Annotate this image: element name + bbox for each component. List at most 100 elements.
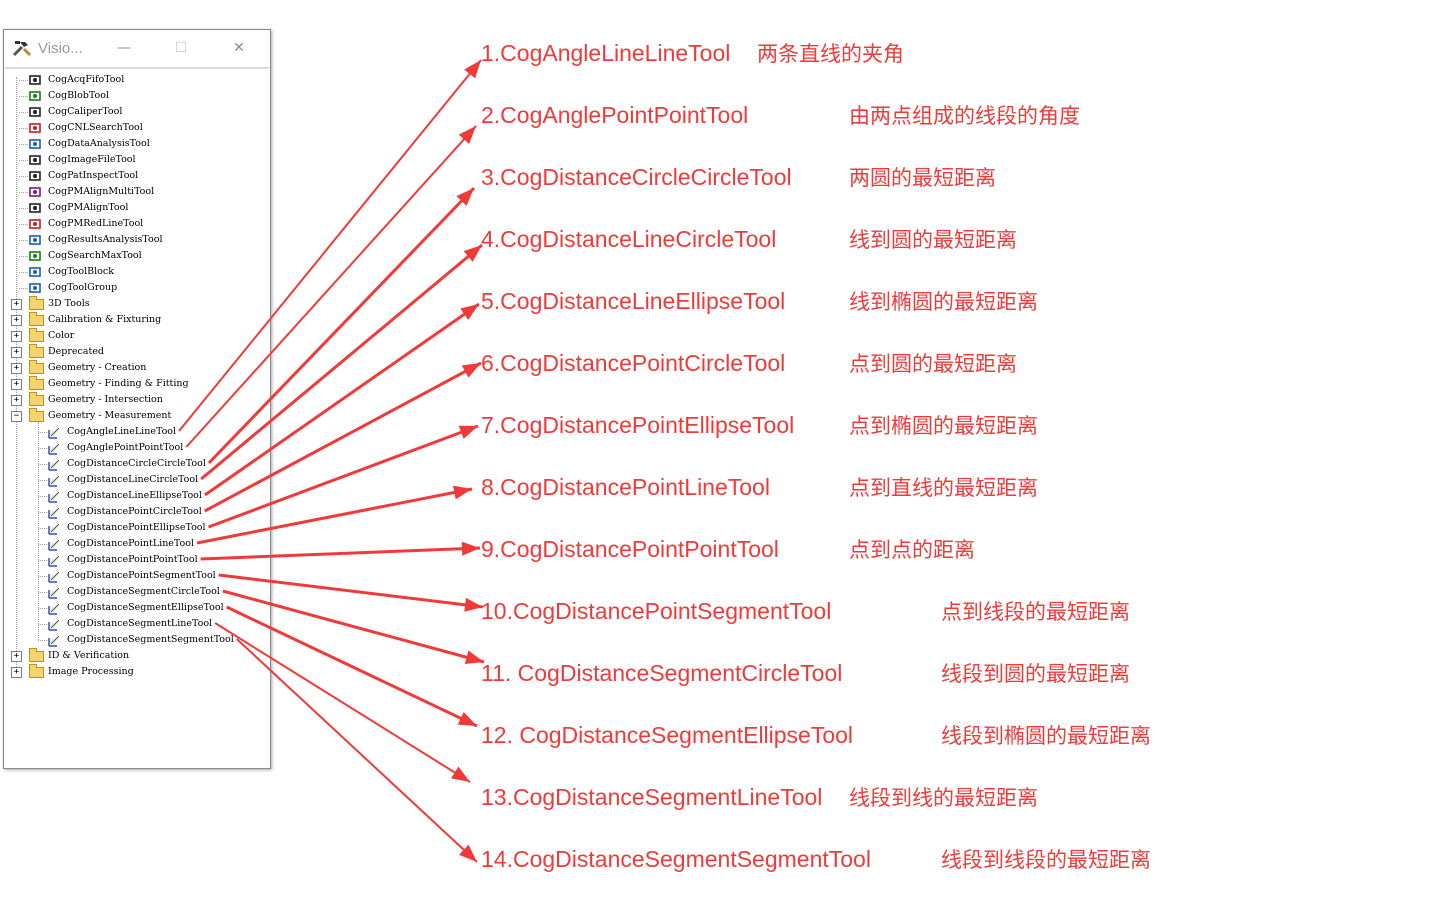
folder-label: ID & Verification xyxy=(48,650,130,661)
expand-toggle[interactable]: + xyxy=(11,347,22,358)
folder-label: 3D Tools xyxy=(48,298,90,309)
tool-label: CogSearchMaxTool xyxy=(48,250,142,261)
measure-tool-icon xyxy=(48,442,61,455)
tool-label: CogDistancePointSegmentTool xyxy=(67,570,216,581)
folder-label: Color xyxy=(48,330,75,341)
title-bar[interactable]: Visio... — ☐ ✕ xyxy=(4,30,270,68)
minimize-button[interactable]: — xyxy=(117,40,131,56)
tool-icon xyxy=(29,282,42,294)
tool-icon xyxy=(29,234,42,246)
annotation-arrow-line xyxy=(204,302,480,497)
tree-branch-line xyxy=(38,422,39,640)
tool-icon xyxy=(29,122,42,134)
tree-connector xyxy=(19,272,28,273)
folder-icon xyxy=(29,376,44,390)
annotation-arrow-line xyxy=(236,638,478,863)
expand-toggle[interactable]: + xyxy=(11,667,22,678)
folder-label: Geometry - Creation xyxy=(48,362,147,373)
folder-icon xyxy=(29,344,44,358)
tree-connector xyxy=(38,496,47,497)
tree-connector xyxy=(38,464,47,465)
tool-label: CogImageFileTool xyxy=(48,154,136,165)
tree-connector xyxy=(38,448,47,449)
tool-label: CogAcqFifoTool xyxy=(48,74,125,85)
tree-connector xyxy=(19,96,28,97)
tool-icon xyxy=(29,186,42,198)
tree-connector xyxy=(19,144,28,145)
measure-tool-icon xyxy=(48,634,61,647)
tool-icon xyxy=(29,154,42,166)
expand-toggle[interactable]: + xyxy=(11,363,22,374)
annotation-tool-name: 1.CogAngleLineLineTool xyxy=(481,40,731,66)
annotation-description: 两圆的最短距离 xyxy=(849,166,996,190)
tree-connector xyxy=(19,208,28,209)
tool-icon xyxy=(29,250,42,262)
expand-toggle[interactable]: + xyxy=(11,331,22,342)
annotation-arrow-line xyxy=(207,186,476,465)
tree-connector xyxy=(38,528,47,529)
expand-toggle[interactable]: + xyxy=(11,315,22,326)
close-button[interactable]: ✕ xyxy=(233,40,245,56)
collapse-toggle[interactable]: − xyxy=(11,411,22,422)
tool-label: CogPMRedLineTool xyxy=(48,218,144,229)
tool-label: CogCaliperTool xyxy=(48,106,123,117)
folder-icon xyxy=(29,392,44,406)
expand-toggle[interactable]: + xyxy=(11,651,22,662)
measure-tool-icon xyxy=(48,602,61,615)
annotation-description: 点到椭圆的最短距离 xyxy=(849,414,1038,438)
annotation-description: 点到线段的最短距离 xyxy=(941,600,1130,624)
tool-label: CogDistanceLineCircleTool xyxy=(67,474,199,485)
annotation-arrow-line xyxy=(196,487,473,545)
arrow-head xyxy=(464,597,483,612)
annotation-tool-name: 12. CogDistanceSegmentEllipseTool xyxy=(481,722,854,748)
folder-label: Geometry - Intersection xyxy=(48,394,163,405)
tool-label: CogPatInspectTool xyxy=(48,170,139,181)
tool-label: CogAngleLineLineTool xyxy=(67,426,177,437)
tool-label: CogBlobTool xyxy=(48,90,109,101)
measure-tool-icon xyxy=(48,458,61,471)
arrow-head xyxy=(461,363,481,378)
tool-icon xyxy=(29,202,42,214)
annotation-description: 线段到圆的最短距离 xyxy=(941,662,1130,686)
tree-connector xyxy=(38,624,47,625)
expand-toggle[interactable]: + xyxy=(11,395,22,406)
tool-label: CogDistancePointPointTool xyxy=(67,554,198,565)
tree-connector xyxy=(38,512,47,513)
arrow-head xyxy=(463,245,482,262)
annotation-arrow-line xyxy=(200,546,481,561)
tree-connector xyxy=(19,224,28,225)
tool-label: CogDistanceSegmentLineTool xyxy=(67,618,213,629)
maximize-button[interactable]: ☐ xyxy=(174,40,188,56)
tree-connector xyxy=(38,640,47,641)
tree-connector xyxy=(19,256,28,257)
annotation-tool-name: 7.CogDistancePointEllipseTool xyxy=(481,412,795,438)
annotation-tool-name: 9.CogDistancePointPointTool xyxy=(481,536,779,562)
annotation-arrow-line xyxy=(214,622,471,783)
annotation-tool-name: 5.CogDistanceLineEllipseTool xyxy=(481,288,786,314)
annotation-arrow-line xyxy=(204,361,482,513)
tree-connector xyxy=(38,576,47,577)
tool-icon xyxy=(29,90,42,102)
annotation-tool-name: 11. CogDistanceSegmentCircleTool xyxy=(481,660,843,686)
tree-connector xyxy=(19,288,28,289)
tool-label: CogDistanceLineEllipseTool xyxy=(67,490,202,501)
folder-icon xyxy=(29,328,44,342)
expand-toggle[interactable]: + xyxy=(11,299,22,310)
tool-icon xyxy=(29,106,42,118)
measure-tool-icon xyxy=(48,426,61,439)
annotation-tool-name: 4.CogDistanceLineCircleTool xyxy=(481,226,777,252)
arrow-head xyxy=(460,304,479,321)
annotation-description: 线段到椭圆的最短距离 xyxy=(941,724,1151,748)
annotation-tool-name: 13.CogDistanceSegmentLineTool xyxy=(481,784,823,810)
annotation-tool-name: 8.CogDistancePointLineTool xyxy=(481,474,770,500)
expand-toggle[interactable]: + xyxy=(11,379,22,390)
folder-icon xyxy=(29,360,44,374)
tool-label: CogDataAnalysisTool xyxy=(48,138,150,149)
tool-icon xyxy=(29,266,42,278)
tree-connector xyxy=(19,80,28,81)
annotation-arrow-line xyxy=(200,243,483,481)
arrow-head xyxy=(461,541,480,556)
